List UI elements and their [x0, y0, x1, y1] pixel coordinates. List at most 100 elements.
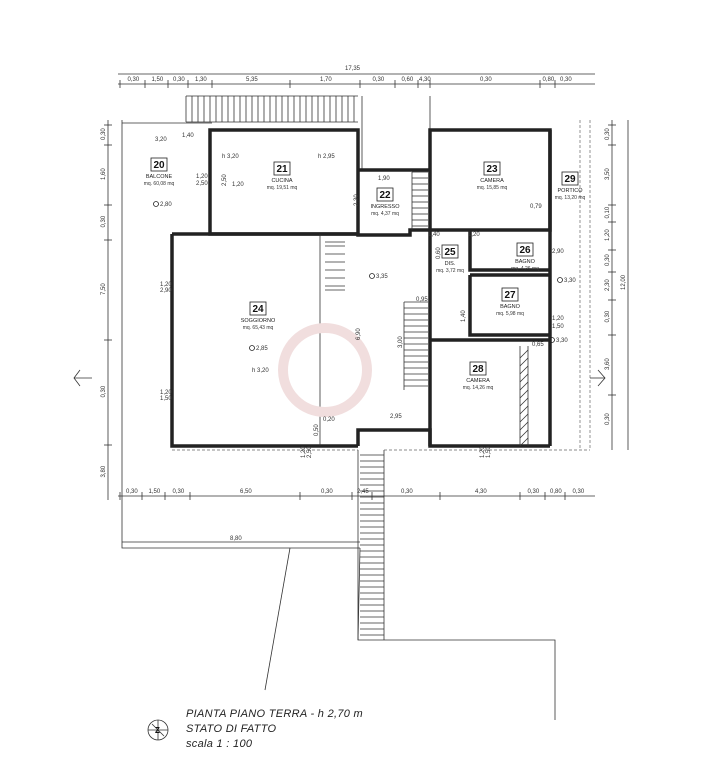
bottom-dim-label: 0,30	[401, 489, 413, 495]
room-name: BALCONE	[146, 174, 173, 180]
level-marker-icon	[549, 337, 555, 343]
level-label: 2,80	[160, 202, 172, 208]
level-label: 3,30	[556, 338, 568, 344]
inner-dim-label: 1,50	[486, 446, 492, 458]
left-dim-label: 1,60	[101, 168, 107, 180]
level-marker-icon	[249, 345, 255, 351]
inner-dim-label: 2,30	[354, 194, 360, 206]
inner-dim-label: 1,20	[196, 174, 208, 180]
left-dim-label: 0,30	[101, 385, 107, 397]
room-area: mq. 14,26 mq	[463, 385, 494, 391]
right-dim-label: 0,30	[605, 128, 611, 140]
title-block: PIANTA PIANO TERRA - h 2,70 m STATO DI F…	[140, 700, 460, 760]
bottom-dim-label: 0,30	[528, 489, 540, 495]
room-number: 29	[564, 174, 576, 185]
room-name: DIS.	[445, 261, 456, 267]
room-area: mq. 60,08 mq	[144, 181, 175, 187]
bottom-dim-label: 0,30	[126, 489, 138, 495]
plan-scale: scala 1 : 100	[186, 738, 253, 750]
room-number: 22	[379, 190, 391, 201]
left-dim-label: 0,30	[101, 128, 107, 140]
watermark-logo	[278, 323, 372, 417]
room-number-box	[561, 171, 579, 186]
right-dim-label: 0,30	[605, 310, 611, 322]
inner-dim-label: 0,50	[314, 424, 320, 436]
right-dim-label: 2,30	[605, 279, 611, 291]
inner-dim-label: 2,95	[390, 414, 402, 420]
room-area: mq. 13,20 mq	[555, 195, 586, 201]
right-dim-label: 1,20	[605, 229, 611, 241]
right-dim-label: 3,50	[605, 168, 611, 180]
bottom-dim-label: 1,50	[149, 489, 161, 495]
top-dim-label: 0,30	[173, 77, 185, 83]
inner-dim-label: 2,50	[222, 174, 228, 186]
room-number: 28	[472, 364, 484, 375]
top-dim-label: 0,30	[480, 77, 492, 83]
interior-stairs	[325, 171, 428, 390]
top-dim-label: 0,60	[402, 77, 414, 83]
top-dim-label: 5,35	[246, 77, 258, 83]
overall-width-label: 17,35	[345, 66, 361, 72]
room-number-box	[376, 187, 394, 202]
room-name: BAGNO	[500, 304, 521, 310]
bottom-dim-label: 0,80	[550, 489, 562, 495]
room-number-box	[469, 361, 487, 376]
left-dim-label: 0,30	[101, 215, 107, 227]
inner-dim-label: 1,50	[160, 396, 172, 402]
level-marker-icon	[557, 277, 563, 283]
room-area: mq. 3,72 mq	[436, 268, 464, 274]
left-dim-label: 3,80	[101, 465, 107, 477]
room-number: 21	[276, 164, 288, 175]
height-label: h 3,20	[252, 368, 269, 374]
bottom-dim-label: 0,30	[321, 489, 333, 495]
level-label: 3,35	[376, 274, 388, 280]
inner-dim-label: 1,40	[182, 133, 194, 139]
right-dim-label: 0,10	[605, 206, 611, 218]
inner-dim-label: 1,20	[552, 316, 564, 322]
inner-dim-label: 1,20	[468, 232, 480, 238]
level-label: 2,85	[256, 346, 268, 352]
bottom-dimension-chain: 0,30 1,50 0,30 6,50 0,30 2,45 0,30 4,30 0,30 0,80…	[119, 489, 585, 500]
top-dim-label: 4,30	[419, 77, 431, 83]
entrance-ramp-hatching	[360, 454, 384, 636]
plan-status: STATO DI FATTO	[186, 723, 277, 735]
room-area: mq. 4,26 mq	[511, 266, 539, 272]
exterior-stairs	[185, 95, 431, 170]
inner-dim-label: 3,20	[155, 137, 167, 143]
room-name: CAMERA	[466, 378, 490, 384]
room-number-box	[483, 161, 501, 176]
room-number-box	[273, 161, 291, 176]
inner-dim-label: 1,20	[301, 446, 307, 458]
section-arrow-right	[590, 369, 606, 387]
inner-dim-label: 1,20	[160, 390, 172, 396]
level-label: 3,30	[564, 278, 576, 284]
top-dim-label: 1,70	[320, 77, 332, 83]
inner-dim-label: 2,90	[160, 288, 172, 294]
top-dim-label: 0,30	[373, 77, 385, 83]
right-dimension-chain: 0,303,500,101,200,302,300,303,600,30	[605, 124, 616, 425]
bottom-dim-label: 2,45	[357, 489, 369, 495]
inner-dim-label: 0,65	[532, 342, 544, 348]
room-area: mq. 4,37 mq	[371, 211, 399, 217]
room-name: SOGGIORNO	[241, 318, 276, 324]
bottom-dim-label: 6,50	[240, 489, 252, 495]
top-dim-label: 0,30	[560, 77, 572, 83]
bottom-dim-label: 4,30	[475, 489, 487, 495]
room-name: BAGNO	[515, 259, 536, 265]
right-dim-label: 3,60	[605, 358, 611, 370]
room-area: mq. 5,98 mq	[496, 311, 524, 317]
inner-dim-label: 1,20	[232, 182, 244, 188]
top-dim-label: 0,30	[128, 77, 140, 83]
north-arrow-icon: Z	[147, 719, 169, 741]
room-name: PORTICO	[558, 188, 584, 194]
inner-dim-label: 2,50	[196, 181, 208, 187]
right-dim-label: 0,30	[605, 254, 611, 266]
inner-dim-label: 6,90	[356, 328, 362, 340]
bottom-dim-label: 0,30	[573, 489, 585, 495]
top-dim-label: 1,30	[195, 77, 207, 83]
inner-dim-label: 1,90	[378, 176, 390, 182]
room-number: 24	[252, 304, 264, 315]
inner-dim-label: 1,40	[428, 232, 440, 238]
level-marker-icon	[153, 201, 159, 207]
